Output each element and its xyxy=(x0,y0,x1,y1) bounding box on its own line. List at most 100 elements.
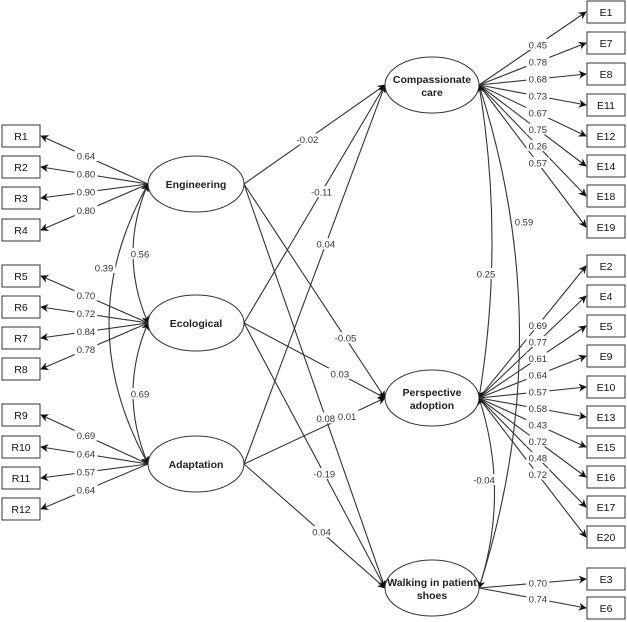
path-label-ada-cc: 0.04 xyxy=(314,238,338,251)
svg-text:0.26: 0.26 xyxy=(529,142,548,153)
correlation-label-eng-eco: 0.56 xyxy=(128,248,152,261)
indicator-box-e2: E2 xyxy=(586,254,626,278)
svg-text:0.70: 0.70 xyxy=(529,579,548,590)
loading-label-e5: 0.61 xyxy=(526,352,550,365)
svg-text:0.68: 0.68 xyxy=(529,74,548,85)
indicator-box-e7: E7 xyxy=(586,31,626,55)
indicator-box-e17: E17 xyxy=(586,495,626,519)
loading-label-e18: 0.26 xyxy=(526,140,550,153)
latent-label-line: adoption xyxy=(410,400,454,412)
latent-label-line: care xyxy=(421,87,443,99)
indicator-label: R8 xyxy=(14,364,28,376)
svg-text:-0.02: -0.02 xyxy=(297,135,319,146)
indicator-box-r5: R5 xyxy=(1,264,41,288)
indicator-label: R2 xyxy=(14,162,28,174)
path-label-eco-cc: -0.11 xyxy=(307,186,336,199)
svg-text:0.43: 0.43 xyxy=(529,420,548,431)
indicator-box-e9: E9 xyxy=(586,344,626,368)
loading-label-r5: 0.70 xyxy=(74,289,98,302)
indicator-box-e15: E15 xyxy=(586,435,626,459)
indicator-label: R12 xyxy=(11,504,30,516)
indicator-label: E6 xyxy=(600,603,613,615)
svg-text:-0.05: -0.05 xyxy=(335,334,357,345)
indicator-label: R4 xyxy=(14,225,28,237)
path-arrow-ada-cc xyxy=(243,84,387,465)
indicator-label: R11 xyxy=(12,473,31,485)
correlation-label-eng-ada: 0.39 xyxy=(92,262,116,275)
path-arrow-ada-ws xyxy=(243,463,386,589)
loading-label-e9: 0.64 xyxy=(526,368,550,381)
svg-text:0.75: 0.75 xyxy=(529,125,548,136)
indicator-box-e13: E13 xyxy=(586,405,626,429)
latent-label-line: shoes xyxy=(417,590,448,602)
indicator-label: E15 xyxy=(597,442,616,454)
loading-arrow-e4 xyxy=(478,295,587,399)
indicator-box-r10: R10 xyxy=(1,435,41,459)
svg-text:0.73: 0.73 xyxy=(529,92,548,103)
loading-label-e4: 0.77 xyxy=(526,335,550,348)
svg-text:-0.01: -0.01 xyxy=(335,412,357,423)
indicator-label: R10 xyxy=(11,442,30,454)
svg-text:0.61: 0.61 xyxy=(529,354,548,365)
indicator-label: E11 xyxy=(597,100,615,112)
indicator-label: E10 xyxy=(597,382,616,394)
latent-label: Ecological xyxy=(170,318,223,330)
indicator-box-e8: E8 xyxy=(586,62,626,86)
indicator-label: E7 xyxy=(600,38,613,50)
indicator-box-e12: E12 xyxy=(586,124,626,148)
path-label-eco-ws: -0.19 xyxy=(310,468,339,481)
loading-label-e17: 0.48 xyxy=(526,451,550,464)
indicator-box-r4: R4 xyxy=(1,218,41,242)
svg-text:0.78: 0.78 xyxy=(529,57,548,68)
latent-engineering: Engineering xyxy=(147,155,245,213)
indicator-box-r12: R12 xyxy=(1,497,41,521)
svg-text:0.58: 0.58 xyxy=(529,404,548,415)
svg-text:0.72: 0.72 xyxy=(529,437,548,448)
indicator-box-r1: R1 xyxy=(1,124,41,148)
indicator-box-e18: E18 xyxy=(586,184,626,208)
svg-text:0.80: 0.80 xyxy=(77,170,96,181)
loading-label-e10: 0.57 xyxy=(526,385,550,398)
latent-label-line: Walking in patient xyxy=(387,577,477,589)
svg-text:0.69: 0.69 xyxy=(77,431,96,442)
indicator-label: E20 xyxy=(597,532,616,544)
indicator-label: R3 xyxy=(14,193,28,205)
indicator-box-e3: E3 xyxy=(586,567,626,591)
indicator-label: R1 xyxy=(14,131,28,143)
svg-text:0.77: 0.77 xyxy=(529,337,548,348)
svg-text:0.57: 0.57 xyxy=(529,387,548,398)
indicator-box-e10: E10 xyxy=(586,375,626,399)
loading-label-r1: 0.64 xyxy=(74,150,98,163)
loading-label-r3: 0.90 xyxy=(74,186,98,199)
loading-label-e15: 0.43 xyxy=(526,418,550,431)
indicator-label: E13 xyxy=(597,412,616,424)
latent-adaptation: Adaptation xyxy=(147,435,245,493)
indicator-label: E12 xyxy=(597,131,616,143)
loading-label-e11: 0.73 xyxy=(526,90,550,103)
path-label-eng-cc: -0.02 xyxy=(293,133,322,146)
indicator-label: E5 xyxy=(600,321,613,333)
loading-label-r6: 0.72 xyxy=(74,307,98,320)
svg-text:0.08: 0.08 xyxy=(317,414,336,425)
correlation-label-eco-ada: 0.69 xyxy=(128,388,152,401)
loading-arrow-e20 xyxy=(478,397,587,538)
loading-arrow-e19 xyxy=(478,84,587,228)
path-label-eng-ws: 0.08 xyxy=(314,412,338,425)
svg-text:0.39: 0.39 xyxy=(95,264,114,275)
path-label-ada-pa: -0.01 xyxy=(331,410,360,423)
indicator-label: E2 xyxy=(600,261,613,273)
indicator-label: R5 xyxy=(14,271,28,283)
correlation-curve-cc-pa xyxy=(476,84,493,399)
path-arrow-eng-ws xyxy=(243,183,387,589)
indicator-box-r11: R11 xyxy=(1,466,41,490)
svg-text:0.64: 0.64 xyxy=(529,370,548,381)
svg-text:0.69: 0.69 xyxy=(529,321,548,332)
indicator-label: E14 xyxy=(597,161,616,173)
indicator-box-e5: E5 xyxy=(586,314,626,338)
svg-text:0.72: 0.72 xyxy=(77,309,96,320)
indicator-label: E19 xyxy=(597,222,616,234)
indicator-label: E9 xyxy=(600,351,613,363)
